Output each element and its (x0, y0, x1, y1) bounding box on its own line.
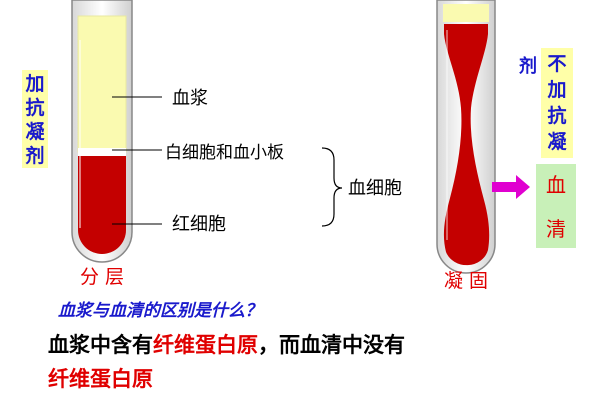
blood-cells-brace (321, 147, 343, 227)
no-anticoagulant-extra-char: 剂 (519, 55, 537, 77)
blood-diagram: 加 抗 凝 剂 血浆 白细胞和血小板 红细胞 血细胞 分 层 剂 不 加 抗 凝 (22, 0, 576, 290)
serum-char-2: 清 (546, 217, 566, 241)
no-anticoagulant-char-4: 凝 (547, 130, 567, 153)
anticoagulant-char-2: 抗 (25, 96, 44, 119)
no-anticoagulant-char-2: 加 (546, 79, 566, 101)
answer-part-3: ，而血清中没有 (258, 333, 405, 357)
serum-box: 血 清 (536, 164, 576, 248)
no-anticoagulant-char-3: 抗 (547, 104, 566, 127)
no-anticoagulant-label: 不 加 抗 凝 (541, 48, 573, 158)
answer-fibrinogen-1: 纤维蛋白原 (153, 333, 258, 357)
anticoagulant-label: 加 抗 凝 剂 (22, 70, 48, 168)
rbc-label: 红细胞 (172, 214, 226, 235)
serum-arrow (492, 175, 530, 199)
right-test-tube (436, 0, 496, 274)
answer-fibrinogen-2: 纤维蛋白原 (48, 367, 153, 391)
answer-part-1: 血浆中含有 (48, 333, 153, 357)
answer-text: 血浆中含有纤维蛋白原，而血清中没有纤维蛋白原 (48, 328, 588, 396)
question-text: 血浆与血清的区别是什么？ (58, 301, 262, 321)
wbc-platelets-label: 白细胞和血小板 (165, 143, 284, 163)
no-anticoagulant-char-1: 不 (547, 53, 566, 75)
plasma-label: 血浆 (172, 88, 208, 109)
serum-layer (443, 4, 489, 22)
layering-caption: 分 层 (80, 266, 124, 288)
coagulation-caption: 凝 固 (444, 270, 488, 290)
plasma-layer (77, 15, 127, 153)
blood-cells-label: 血细胞 (348, 178, 402, 199)
anticoagulant-char-1: 加 (24, 73, 44, 95)
serum-char-1: 血 (546, 173, 566, 197)
rbc-layer (78, 156, 126, 254)
wbc-platelet-layer (78, 148, 126, 156)
anticoagulant-char-3: 凝 (25, 120, 45, 143)
clot (443, 24, 490, 266)
anticoagulant-char-4: 剂 (25, 144, 44, 167)
left-test-tube (71, 0, 133, 263)
